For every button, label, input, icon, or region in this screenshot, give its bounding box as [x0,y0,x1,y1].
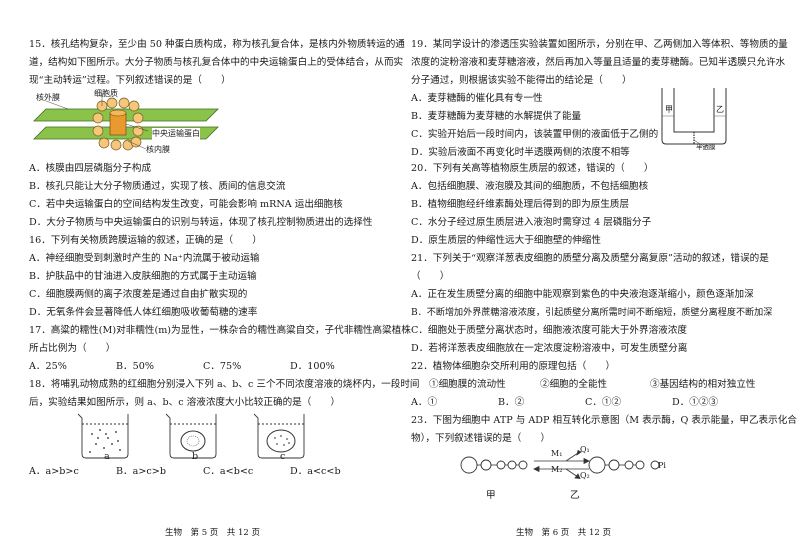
q17-line1: 17．高粱的糯性(M)对非糯性(m)为显性，一株杂合的糯性高粱自交，子代非糯性高… [29,325,411,336]
q15-line3: 现“主动转运”过程。下列叙述错误的是（ ） [29,75,231,86]
q19-line1: 19．某同学设计的渗透压实验装置如图所示，分别在甲、乙两侧加入等体积、等物质的量 [411,39,788,50]
q16-stem: 16．下列有关物质跨膜运输的叙述，正确的是（ ） [29,235,262,246]
q18-option-d: D．a<c<b [290,466,341,477]
q22-premise-1: ①细胞膜的流动性 [429,379,506,390]
q15-option-c: C．若中央运输蛋白的空间结构发生改变，可能会影响 mRNA 运出细胞核 [29,199,343,210]
beaker-label-c: c [280,451,286,462]
fig-label-transport-protein: 中央运输蛋白 [152,128,200,140]
q16-option-b: B．护肤品中的甘油进入皮肤细胞的方式属于主动运输 [29,271,257,282]
page-footer-left: 生物 第 5 页 共 12 页 [165,528,261,538]
q21-line1: 21．下列关于“观察洋葱表皮细胞的质壁分离及质壁分离复原”活动的叙述，错误的是 [411,253,769,264]
q15-line2: 道，结构如下图所示。大分子物质与核孔复合体中的中央运输蛋白上的受体结合，从而实 [29,57,404,68]
q19-option-a: A．麦芽糖酶的催化具有专一性 [411,93,543,104]
atp-label-left: 甲 [486,490,496,501]
q22-option-a: A．① [411,397,438,408]
q18-option-a: A．a>b>c [29,466,79,477]
q16-option-d: D．无氧条件会显著降低人体红细胞吸收葡萄糖的速率 [29,307,258,318]
q20-option-d: D．原生质层的伸缩性远大于细胞壁的伸缩性 [411,235,601,246]
q17-option-c: C．75% [203,361,242,372]
q19-line3: 分子通过，则根据该实验不能得出的结论是（ ） [411,75,632,86]
q19-option-c: C．实验开始后一段时间内，该装置甲侧的液面低于乙侧的 [411,129,659,140]
atp-label-m2: M₂ [551,465,563,474]
q17-option-b: B．50% [116,361,154,372]
atp-label-pi: Pi [658,461,666,470]
q22-option-d: D．①②③ [672,397,719,408]
beaker-label-a: a [104,451,110,462]
fig-label-inner-membrane: 核内膜 [146,145,170,154]
q22-option-c: C．①② [585,397,622,408]
q19-option-d: D．实验后液面不再变化时半透膜两侧的浓度不相等 [411,147,630,158]
atp-adp-figure [460,449,660,479]
atp-label-right: 乙 [570,490,580,501]
atp-label-q2: Q₂ [580,471,590,480]
q17-line2: 所占比例为（ ） [29,343,116,354]
q19-line2: 浓度的淀粉溶液和麦芽糖溶液，然后再加入等量且适量的麦芽糖酶。已知半透膜只允许水 [411,57,786,68]
q20-option-a: A．包括细胞膜、液泡膜及其间的细胞质，不包括细胞核 [411,181,649,192]
q22-premise-2: ②细胞的全能性 [540,379,608,390]
q18-option-c: C．a<b<c [203,466,254,477]
q21-line2: （ ） [411,271,450,282]
q21-option-a: A．正在发生质壁分离的细胞中能观察到紫色的中央液泡逐渐缩小，颜色逐渐加深 [411,289,754,300]
q21-option-b: B．不断增加外界蔗糖溶液浓度，引起质壁分离所需时间不断缩短，质壁分离程度不断加深 [411,308,773,318]
atp-label-q1: Q₁ [580,445,590,454]
utube-label-left: 甲 [665,105,673,114]
atp-label-m1: M₁ [551,449,563,458]
utube-label-membrane: 半透膜 [696,143,716,151]
q18-option-b: B．a>c>b [116,466,166,477]
q15-option-a: A．核膜由四层磷脂分子构成 [29,163,152,174]
q20-stem: 20．下列有关高等植物原生质层的叙述，错误的（ ） [411,163,654,174]
page-footer-right: 生物 第 6 页 共 12 页 [516,528,612,538]
q21-option-c: C．细胞处于质壁分离状态时，细胞液浓度可能大于外界溶液浓度 [411,325,687,336]
q22-premise-3: ③基因结构的相对独立性 [650,379,756,390]
utube-label-right: 乙 [716,105,724,114]
fig-label-outer-membrane: 核外膜 [36,93,60,102]
q22-option-b: B．② [498,397,525,408]
q23-line1: 23．下图为细胞中 ATP 与 ADP 相互转化示意图（M 表示酶，Q 表示能量… [411,415,797,426]
q18-beakers-figure [77,413,305,459]
fig-label-cytoplasm: 细胞质 [94,89,118,98]
q15-line1: 15．核孔结构复杂，至少由 50 种蛋白质构成，称为核孔复合体，是核内外物质转运… [29,39,405,50]
q17-option-a: A．25% [29,361,67,372]
q15-option-d: D．大分子物质与中央运输蛋白的识别与转运，体现了核孔控制物质进出的选择性 [29,217,373,228]
q15-option-b: B．核孔只能让大分子物质通过，实现了核、质间的信息交流 [29,181,286,192]
beaker-label-b: b [192,451,199,462]
q19-option-b: B．麦芽糖酶为麦芽糖的水解提供了能量 [411,111,582,122]
u-tube-figure [661,88,727,149]
q20-option-c: C．水分子经过原生质层进入液泡时需穿过 4 层磷脂分子 [411,217,652,228]
q18-line1: 18．将哺乳动物成熟的红细胞分别浸入下列 a、b、c 三个不同浓度溶液的烧杯内，… [29,379,420,390]
q16-option-c: C．细胞膜两侧的离子浓度差是通过自由扩散实现的 [29,289,248,300]
q17-option-d: D．100% [290,361,335,372]
q20-option-b: B．植物细胞经纤维素酶处理后得到的即为原生质层 [411,199,630,210]
q16-option-a: A．神经细胞受到刺激时产生的 Na⁺内流属于被动运输 [29,253,260,264]
q23-line2: 物），下列叙述错误的是（ ） [411,433,551,444]
q21-option-d: D．若将洋葱表皮细胞放在一定浓度淀粉溶液中，可发生质壁分离 [411,343,688,354]
q18-line2: 后，实验结果如图所示，则 a、b、c 溶液浓度大小比较正确的是（ ） [29,397,341,408]
q22-stem: 22．植物体细胞杂交所利用的原理包括（ ） [411,361,616,372]
